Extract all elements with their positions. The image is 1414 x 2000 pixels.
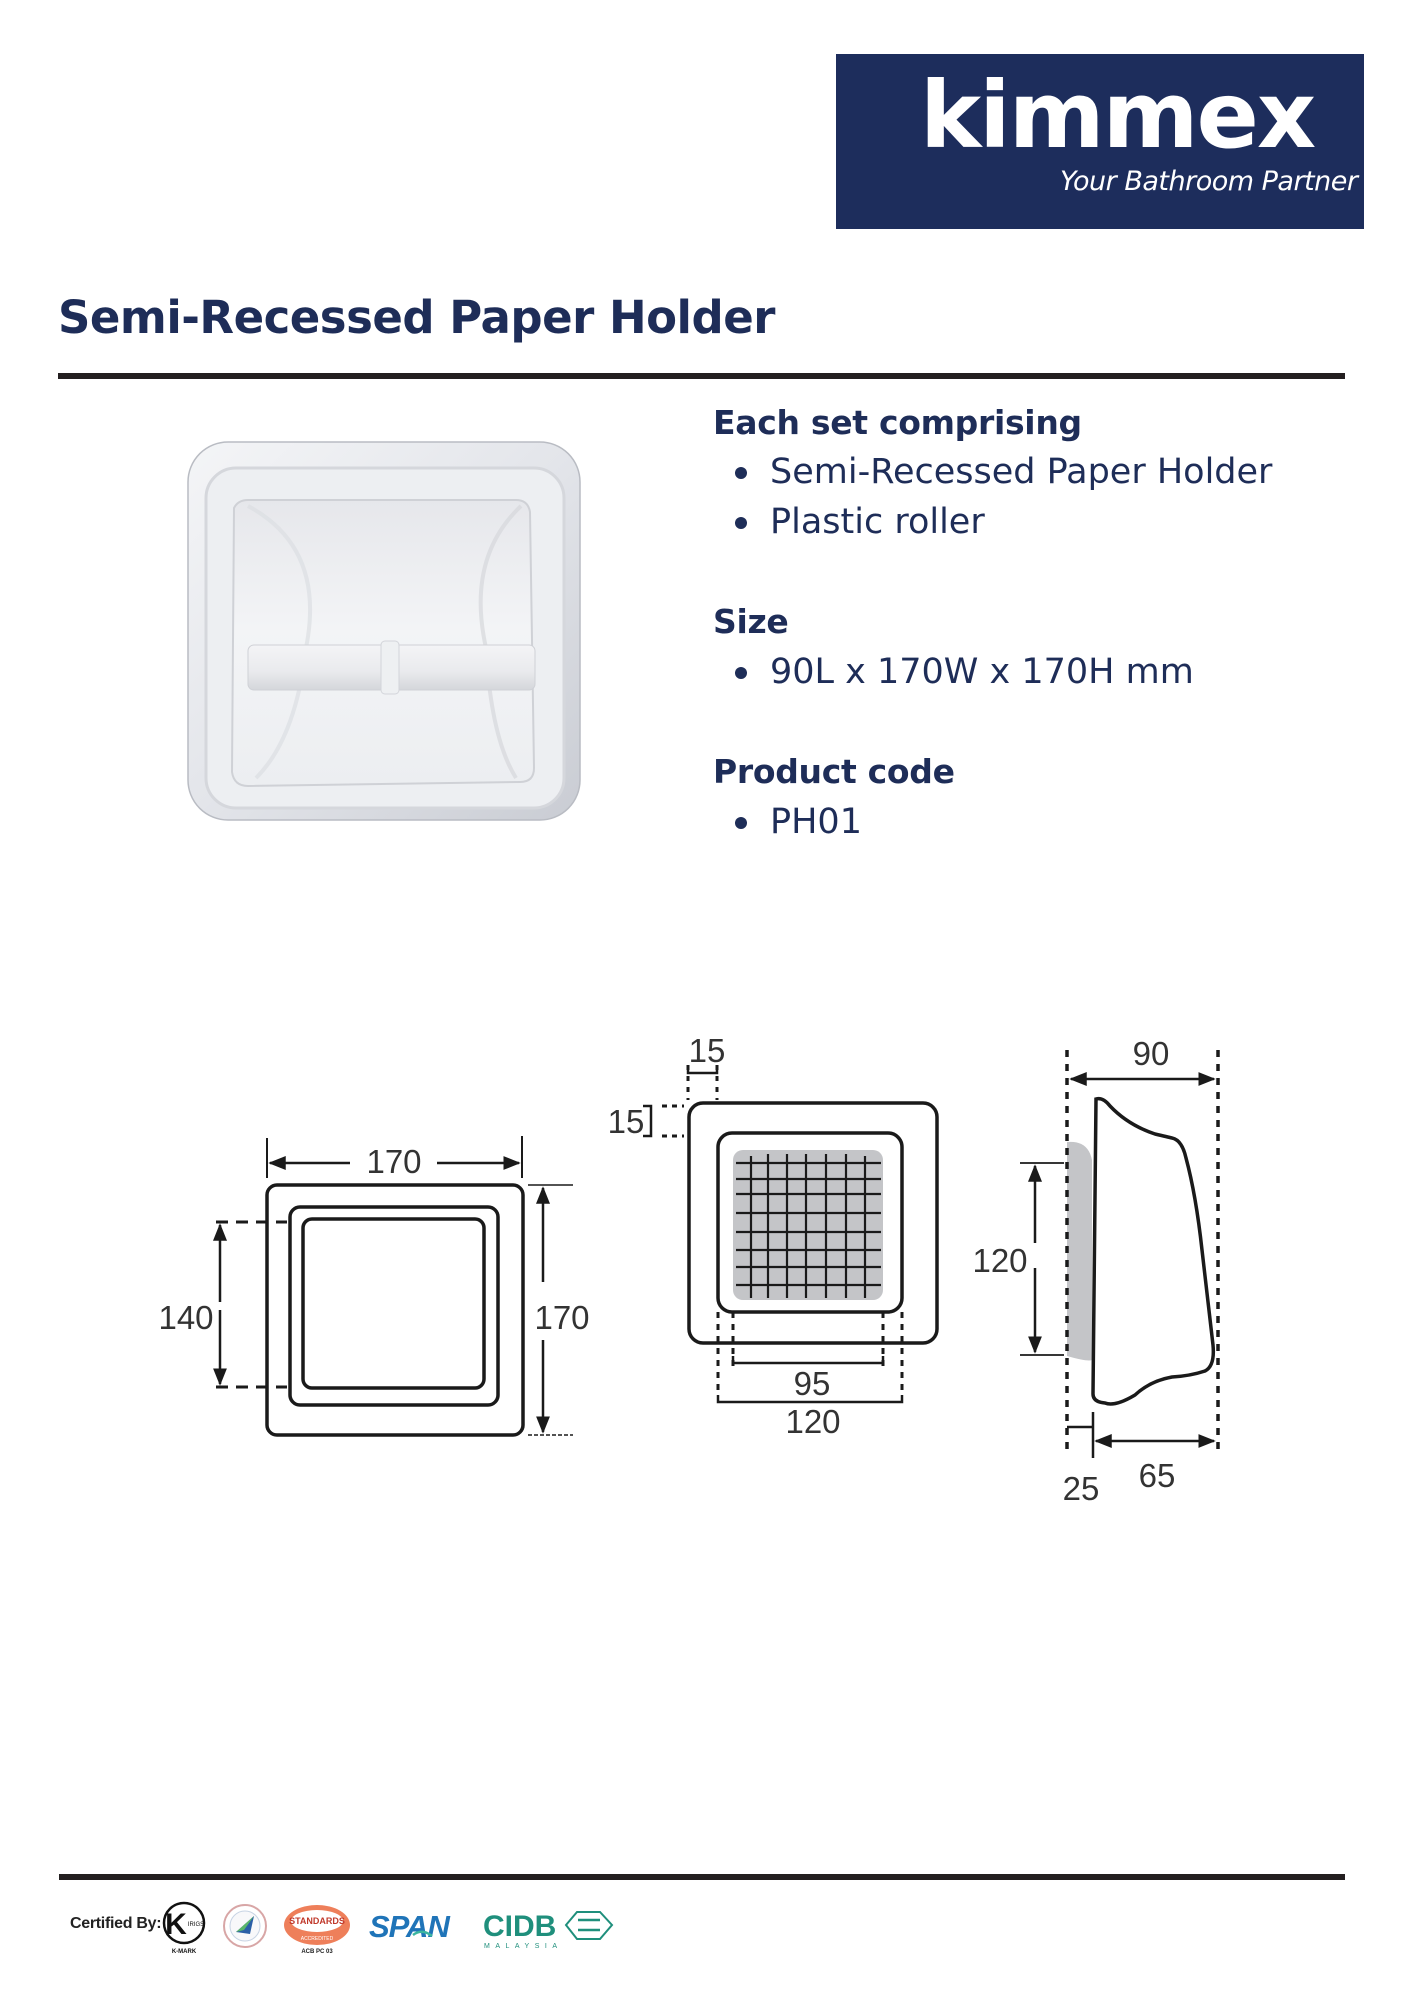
side-view-drawing [1020, 1050, 1220, 1458]
svg-text:K: K [165, 1908, 187, 1941]
side-depth-label: 90 [1133, 1035, 1170, 1072]
brand-logo [836, 54, 1364, 229]
back-view-drawing [643, 1065, 939, 1404]
side-height-label: 120 [972, 1242, 1027, 1279]
kmark-logo: K IRIGS K-MARK [162, 1901, 206, 1955]
back-side-label: 15 [608, 1103, 645, 1140]
standards-malaysia-logo: STANDARDS ACCREDITED ACB PC 03 [284, 1905, 350, 1955]
code-item-text: PH01 [770, 802, 862, 842]
standards-sub: ACCREDITED [301, 1936, 334, 1942]
iso-logo [223, 1904, 267, 1948]
size-heading: Size [713, 602, 789, 641]
back-outer-width-label: 120 [785, 1403, 840, 1440]
brand-name: kimmex [920, 62, 1316, 169]
contents-heading: Each set comprising [713, 403, 1082, 442]
standards-text: STANDARDS [289, 1916, 345, 1926]
cidb-text: CIDB [483, 1910, 556, 1943]
brand-tagline: Your Bathroom Partner [1060, 166, 1358, 197]
technical-drawings: 170 170 140 [158, 1032, 1220, 1507]
span-text: SPAN [369, 1909, 450, 1944]
front-inner-label: 140 [158, 1299, 213, 1336]
contents-item-text: Semi-Recessed Paper Holder [770, 452, 1273, 492]
code-item: PH01 [735, 805, 862, 840]
kmark-caption: K-MARK [172, 1949, 197, 1955]
contents-item: Semi-Recessed Paper Holder [735, 455, 1272, 490]
standards-caption: ACB PC 03 [301, 1949, 333, 1955]
product-photo [187, 441, 581, 821]
footer-divider [59, 1874, 1345, 1880]
size-item-text: 90L x 170W x 170H mm [770, 652, 1194, 692]
bullet-icon [735, 516, 747, 529]
span-logo: SPAN [369, 1909, 451, 1944]
side-recess-label: 25 [1063, 1470, 1100, 1507]
bullet-icon [735, 466, 747, 479]
code-heading: Product code [713, 752, 955, 791]
cidb-logo: CIDB MALAYSIA [483, 1910, 614, 1950]
page-title: Semi-Recessed Paper Holder [58, 291, 775, 344]
front-height-label: 170 [534, 1299, 589, 1336]
front-width-label: 170 [366, 1143, 421, 1180]
size-item: 90L x 170W x 170H mm [735, 655, 1194, 690]
title-divider [58, 373, 1345, 379]
back-top-label: 15 [689, 1032, 726, 1069]
svg-text:IRIGS: IRIGS [188, 1922, 204, 1928]
front-view-drawing [213, 1136, 573, 1437]
contents-item: Plastic roller [735, 505, 985, 540]
side-projection-label: 65 [1139, 1457, 1176, 1494]
bullet-icon [735, 816, 747, 829]
back-inner-width-label: 95 [794, 1365, 831, 1402]
contents-item-text: Plastic roller [770, 502, 985, 542]
cidb-sub: MALAYSIA [484, 1943, 563, 1950]
certified-by-label: Certified By: [70, 1915, 162, 1932]
bullet-icon [735, 666, 747, 679]
